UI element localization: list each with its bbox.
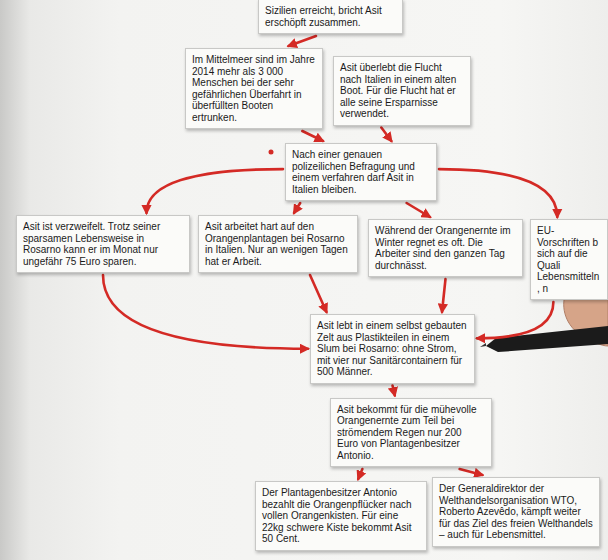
marker-tip bbox=[480, 343, 486, 347]
marker-arrow bbox=[460, 469, 483, 475]
marker-arrow bbox=[289, 36, 317, 46]
card-text: Asit ist verzweifelt. Trotz seiner spars… bbox=[23, 221, 183, 267]
card-text: Asit lebt in einem selbst gebauten Zelt … bbox=[317, 320, 468, 378]
card-text: Während der Orangenernte im Winter regne… bbox=[375, 225, 516, 271]
card-text: Nach einer genauen polizeilichen Befragu… bbox=[292, 149, 430, 195]
card-text: Asit bekommt für die mühevolle Orangener… bbox=[337, 404, 485, 462]
card-text: Der Plantagenbesitzer Antonio bezahlt di… bbox=[262, 487, 420, 545]
marker-arrow bbox=[393, 386, 395, 396]
card-text: Asit überlebt die Flucht nach Italien in… bbox=[340, 62, 464, 120]
note-card: Asit arbeitet hart auf den Orangenplanta… bbox=[198, 215, 358, 273]
marker-arrow bbox=[103, 275, 308, 349]
card-text: Im Mittelmeer sind im Jahre 2014 mehr al… bbox=[192, 54, 316, 123]
note-card: Der Plantagenbesitzer Antonio bezahlt di… bbox=[255, 481, 427, 551]
marker-arrow bbox=[147, 169, 284, 213]
card-text: Sizilien erreicht, bricht Asit erschöpft… bbox=[265, 5, 396, 28]
note-card: Sizilien erreicht, bricht Asit erschöpft… bbox=[258, 0, 403, 34]
card-text: EU-Vorschriften b sich auf die Quali Leb… bbox=[537, 225, 601, 294]
marker-arrow bbox=[310, 275, 327, 312]
card-text: Der Generaldirektor der Welthandelsorgan… bbox=[439, 483, 593, 541]
marker-arrow bbox=[302, 131, 323, 141]
marker-arrow bbox=[358, 469, 362, 479]
card-text: Asit arbeitet hart auf den Orangenplanta… bbox=[205, 221, 351, 267]
marker-dot bbox=[269, 150, 274, 155]
marker-pen bbox=[486, 326, 608, 352]
note-card: Nach einer genauen polizeilichen Befragu… bbox=[285, 143, 437, 201]
note-card: Im Mittelmeer sind im Jahre 2014 mehr al… bbox=[185, 48, 323, 129]
note-card: Asit bekommt für die mühevolle Orangener… bbox=[330, 398, 492, 468]
marker-arrow bbox=[442, 279, 446, 312]
marker-arrow bbox=[381, 128, 391, 142]
marker-arrow bbox=[477, 302, 553, 338]
note-card: Asit lebt in einem selbst gebauten Zelt … bbox=[310, 314, 475, 384]
note-card: Asit ist verzweifelt. Trotz seiner spars… bbox=[16, 215, 190, 273]
marker-arrow bbox=[294, 203, 300, 213]
marker-arrow bbox=[407, 203, 430, 217]
note-card: EU-Vorschriften b sich auf die Quali Leb… bbox=[530, 219, 608, 300]
note-card: Während der Orangenernte im Winter regne… bbox=[368, 219, 523, 277]
note-card: Asit überlebt die Flucht nach Italien in… bbox=[333, 56, 471, 126]
note-card: Der Generaldirektor der Welthandelsorgan… bbox=[432, 477, 600, 547]
marker-arrow bbox=[439, 169, 557, 217]
